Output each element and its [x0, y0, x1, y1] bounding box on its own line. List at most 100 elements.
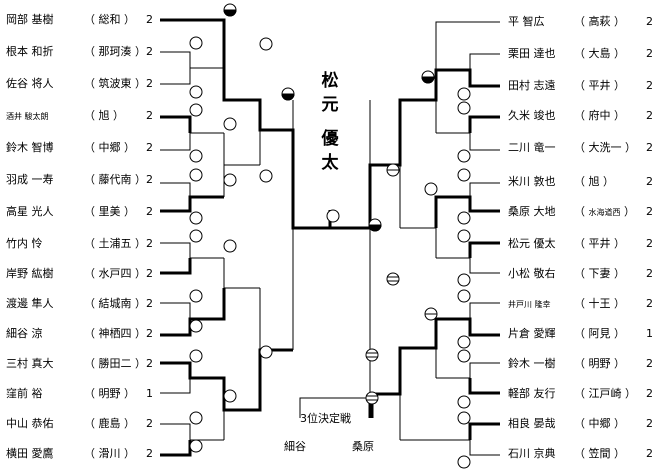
right-r1-pair-2 [469, 116, 500, 151]
player-team: 滑川 [98, 447, 121, 460]
player-team: 土浦五 [98, 237, 132, 250]
player-team: 鹿島 [98, 417, 121, 430]
right-player-row: 鈴木 一樹（ 明野 ）2 [508, 357, 653, 370]
player-team: 平井 [588, 237, 611, 250]
player-name: 鈴木 智博 [6, 141, 54, 154]
right-player-row: 井戸川 隆幸（ 十王 ）2 [508, 297, 653, 310]
player-name: 鈴木 一樹 [508, 357, 556, 370]
champion-char-4: 太 [321, 153, 339, 173]
player-score: 2 [146, 77, 153, 90]
right-seed-top [435, 21, 500, 70]
player-score: 2 [646, 205, 653, 218]
right-r1-pair-7 [469, 423, 500, 456]
left-player-row: 渡邊 隼人（ 結城南 ）2 [6, 297, 153, 310]
left-player-row: 竹内 怜（ 土浦五 ）2 [6, 237, 153, 250]
player-score: 2 [146, 267, 153, 280]
left-r1-pair-1 [160, 51, 191, 85]
player-name: 横田 愛鷹 [6, 447, 54, 460]
player-name: 中山 恭佑 [6, 417, 54, 430]
player-score: 1 [146, 387, 153, 400]
player-score: 2 [646, 175, 653, 188]
left-r1-pair-2 [160, 116, 191, 151]
right-r1-pair-6 [469, 362, 500, 394]
player-score: 2 [646, 15, 653, 28]
left-r1-pair-4 [160, 242, 191, 274]
player-team: 中郷 [98, 141, 121, 154]
left-winner-path [160, 18, 330, 230]
player-score: 2 [146, 357, 153, 370]
player-name: 桑原 大地 [508, 205, 556, 218]
left-player-row: 横田 愛鷹（ 滑川 ）2 [6, 447, 153, 460]
player-name: 米川 敦也 [508, 175, 556, 188]
player-team: 大島 [588, 47, 611, 60]
player-name: 松元 優太 [508, 237, 556, 250]
player-name: 軽部 友行 [508, 387, 556, 400]
player-score: 2 [146, 173, 153, 186]
champion-char-3: 優 [321, 129, 339, 149]
right-player-row: 相良 晏哉（ 中郷 ）2 [508, 417, 653, 430]
player-team: 藤代南 [98, 173, 132, 186]
right-player-row: 久米 竣也（ 府中 ）2 [508, 109, 653, 122]
right-r1-pair-4 [469, 242, 500, 274]
player-name: 細谷 涼 [6, 327, 43, 340]
champion-char-2: 元 [321, 95, 339, 115]
left-player-row: 細谷 涼（ 神栖四 ）2 [6, 327, 153, 340]
player-score: 2 [646, 141, 653, 154]
player-name: 井戸川 隆幸 [508, 300, 551, 309]
player-score: 2 [146, 447, 153, 460]
right-winner-path [330, 68, 500, 230]
player-team: 水海道西 [588, 208, 621, 217]
player-name: 根本 和折 [6, 45, 54, 58]
right-player-row: 軽部 友行（ 江戸崎 ）2 [508, 387, 653, 400]
player-team: 総和 [98, 13, 121, 26]
right-player-row: 松元 優太（ 平井 ）2 [508, 237, 653, 250]
player-score: 2 [646, 109, 653, 122]
player-team: 中郷 [588, 417, 611, 430]
right-player-row: 片倉 愛輝（ 阿見 ）1 [508, 327, 653, 340]
left-player-row: 根本 和折（ 那珂湊 ）2 [6, 45, 153, 58]
player-team: 里美 [98, 205, 121, 218]
third-place-title: 3位決定戦 [300, 412, 351, 425]
left-player-row: 酒井 駿太朗（ 旭 ）2 [6, 109, 153, 122]
player-team: 阿見 [588, 327, 611, 340]
player-name: 岡部 基樹 [6, 13, 54, 26]
right-player-row: 小松 敬右（ 下妻 ）2 [508, 267, 653, 280]
player-team: 明野 [588, 357, 611, 370]
player-team: 府中 [588, 109, 611, 122]
left-player-row: 佐谷 将人（ 筑波東 ）2 [6, 77, 153, 90]
left-r1-pair-5 [160, 302, 191, 336]
player-name: 羽成 一寿 [6, 173, 54, 186]
player-team: 大洗一 [588, 141, 622, 154]
champion-char-1: 松 [321, 71, 339, 91]
player-score: 2 [146, 327, 153, 340]
player-score: 2 [146, 13, 153, 26]
right-r1-pair-5 [469, 302, 500, 336]
left-r1-pair-7 [160, 423, 191, 456]
player-score: 2 [646, 79, 653, 92]
player-name: 平 智広 [508, 15, 545, 28]
player-team: 江戸崎 [588, 387, 622, 400]
player-team: 明野 [98, 387, 121, 400]
player-score: 2 [646, 47, 653, 60]
player-score: 2 [146, 237, 153, 250]
player-team: 平井 [588, 79, 611, 92]
left-player-row: 岸野 紘樹（ 水戸四 ）2 [6, 267, 153, 280]
player-team: 筑波東 [98, 77, 132, 90]
player-score: 2 [646, 357, 653, 370]
player-name: 渡邊 隼人 [6, 297, 54, 310]
right-r1-pair-3 [469, 182, 500, 212]
player-team: 旭 [98, 109, 110, 122]
left-r1-pair-6 [160, 362, 191, 394]
player-score: 1 [646, 327, 653, 340]
left-player-row: 鈴木 智博（ 中郷 ）2 [6, 141, 153, 154]
left-r3-a [223, 20, 260, 101]
right-r1-pair-1 [469, 53, 500, 87]
right-player-row: 栗田 達也（ 大島 ）2 [508, 47, 653, 60]
left-player-row: 窪前 裕（ 明野 ）1 [6, 387, 153, 400]
player-score: 2 [146, 417, 153, 430]
player-team: 水戸四 [98, 267, 132, 280]
player-score: 2 [646, 387, 653, 400]
left-player-row: 中山 恭佑（ 鹿島 ）2 [6, 417, 153, 430]
right-player-row: 二川 竜一（ 大洗一 ）2 [508, 141, 653, 154]
player-team: 結城南 [98, 297, 132, 310]
